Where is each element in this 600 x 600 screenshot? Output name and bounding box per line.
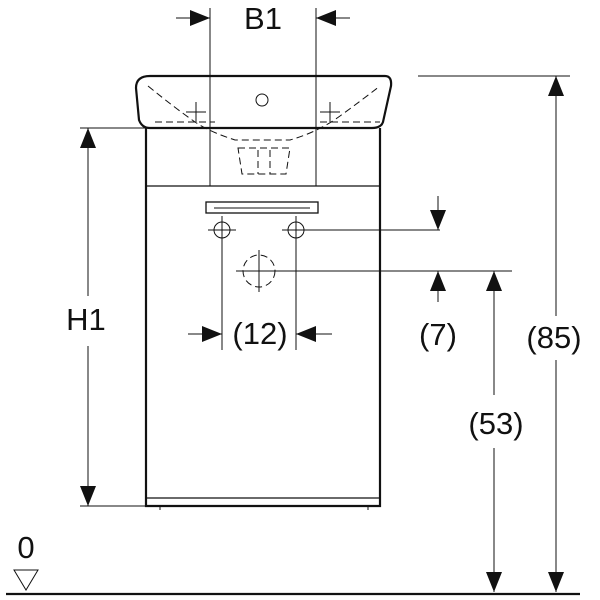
dimension-pipe-spacing-label: (12) <box>232 316 287 351</box>
dimension-b1: B1 <box>176 1 350 186</box>
towel-rail <box>205 201 319 214</box>
dimension-h1: H1 <box>66 127 146 507</box>
washbasin <box>134 74 393 175</box>
dimension-total-height: (85) <box>418 75 582 592</box>
dimension-pipe-spacing: (12) <box>188 230 332 351</box>
dimension-total-height-label: (85) <box>526 320 581 355</box>
vanity-cabinet <box>144 128 382 510</box>
overflow-hole <box>255 93 269 107</box>
dimension-h1-label: H1 <box>66 302 106 337</box>
floor-line: 0 <box>6 530 580 596</box>
dimension-drain-height: (53) <box>468 271 524 592</box>
dimension-drain-height-label: (53) <box>468 406 523 441</box>
dimension-offset: (7) <box>419 196 457 352</box>
dimension-b1-label: B1 <box>244 1 282 36</box>
drain-connection <box>236 250 512 292</box>
floor-level-label: 0 <box>17 530 34 565</box>
tap-hole-left <box>186 102 206 122</box>
tap-hole-right <box>320 102 340 122</box>
dimension-offset-label: (7) <box>419 317 457 352</box>
floor-level-icon <box>13 569 39 591</box>
water-connection-right <box>282 216 440 244</box>
